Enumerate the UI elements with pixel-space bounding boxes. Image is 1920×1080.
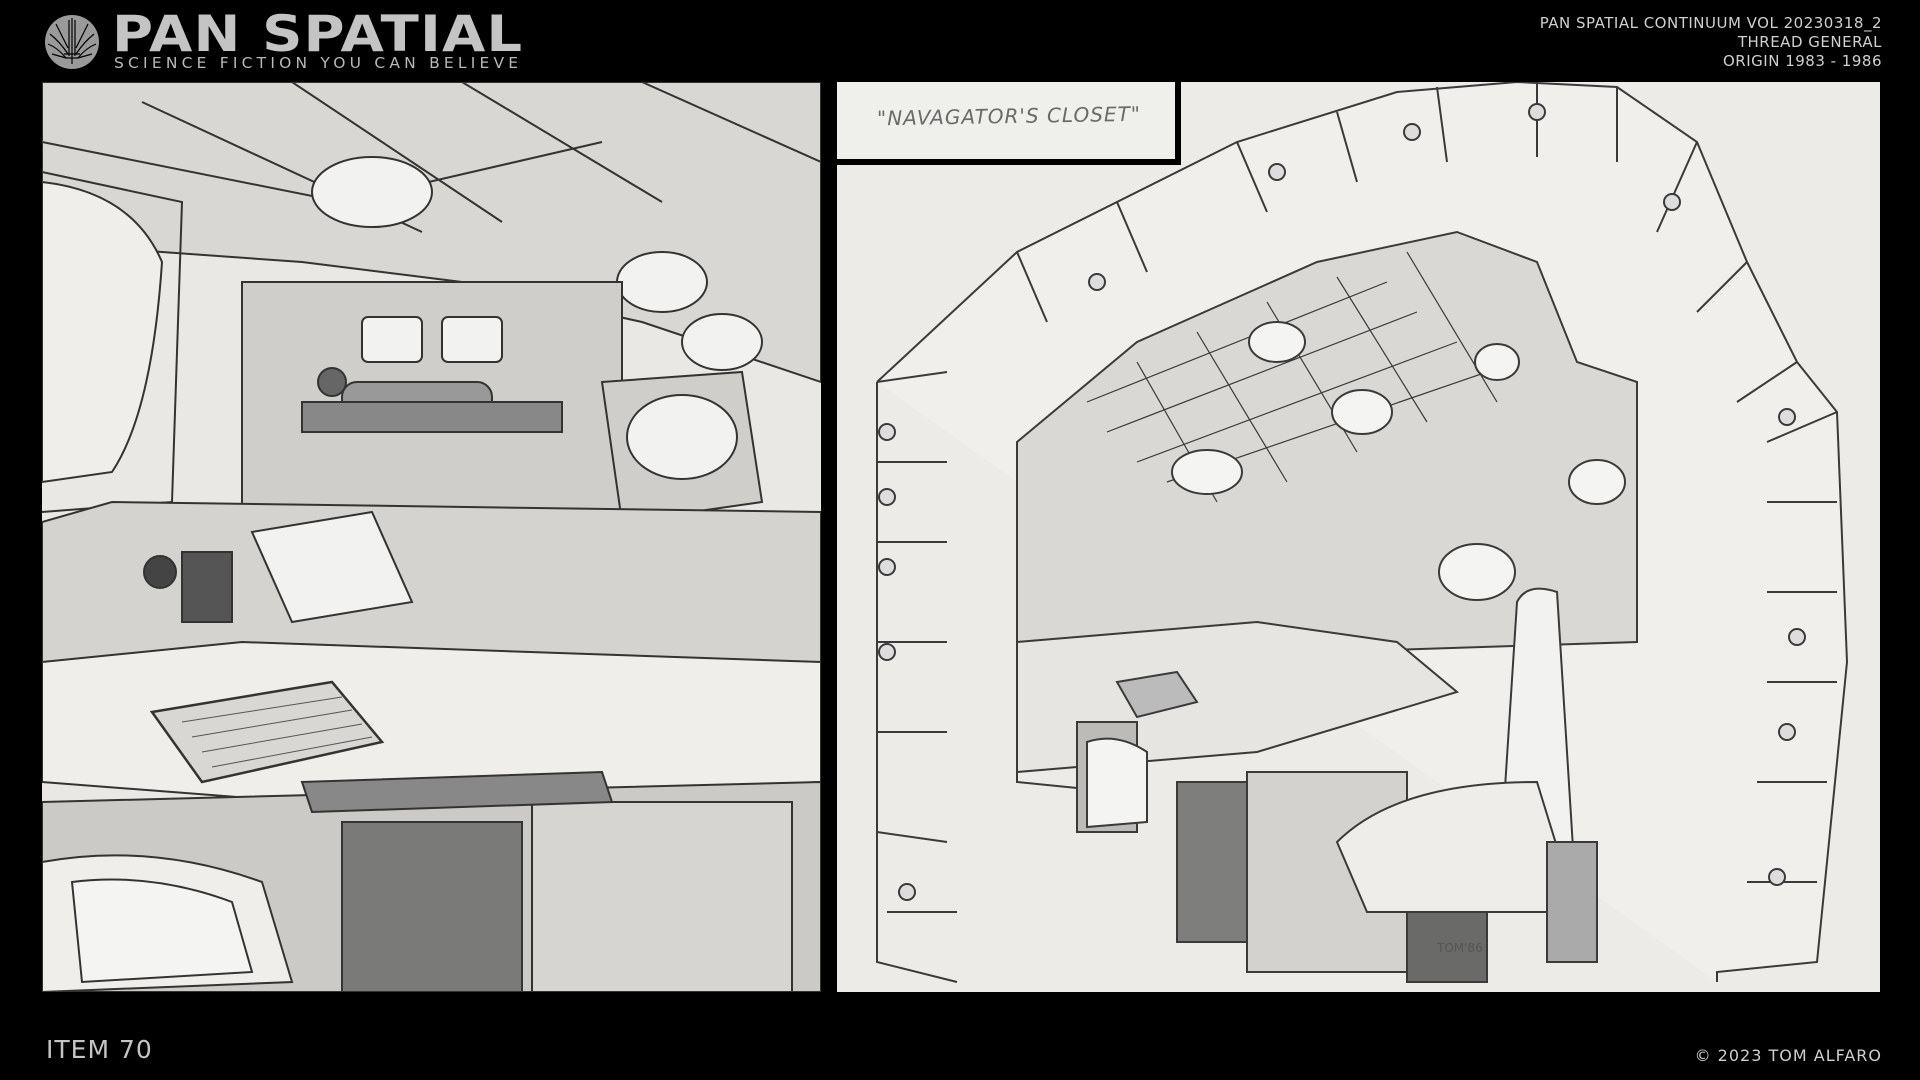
artist-signature: TOM'86: [1436, 941, 1483, 955]
volume-meta: PAN SPATIAL CONTINUUM VOL 20230318_2 THR…: [1540, 14, 1882, 71]
caption-box: "NAVAGATOR'S CLOSET": [837, 82, 1181, 165]
item-number: ITEM 70: [46, 1035, 153, 1064]
copyright-notice: © 2023 TOM ALFARO: [1694, 1046, 1882, 1065]
brand-title: PAN SPATIAL: [112, 5, 524, 63]
meta-thread: THREAD GENERAL: [1737, 33, 1882, 51]
brand-logo-icon: [44, 14, 100, 70]
meta-origin: ORIGIN 1983 - 1986: [1723, 52, 1882, 70]
sketch-closeup-panel: [42, 82, 821, 992]
navigator-cabin-sketch: TOM'86: [837, 82, 1880, 992]
caption-text: "NAVAGATOR'S CLOSET": [876, 101, 1142, 131]
brand-tagline: SCIENCE FICTION YOU CAN BELIEVE: [114, 54, 523, 72]
sketch-cabin-panel: TOM'86: [837, 82, 1880, 992]
console-closeup-sketch: [42, 82, 821, 992]
meta-volume: PAN SPATIAL CONTINUUM VOL 20230318_2: [1539, 14, 1882, 32]
